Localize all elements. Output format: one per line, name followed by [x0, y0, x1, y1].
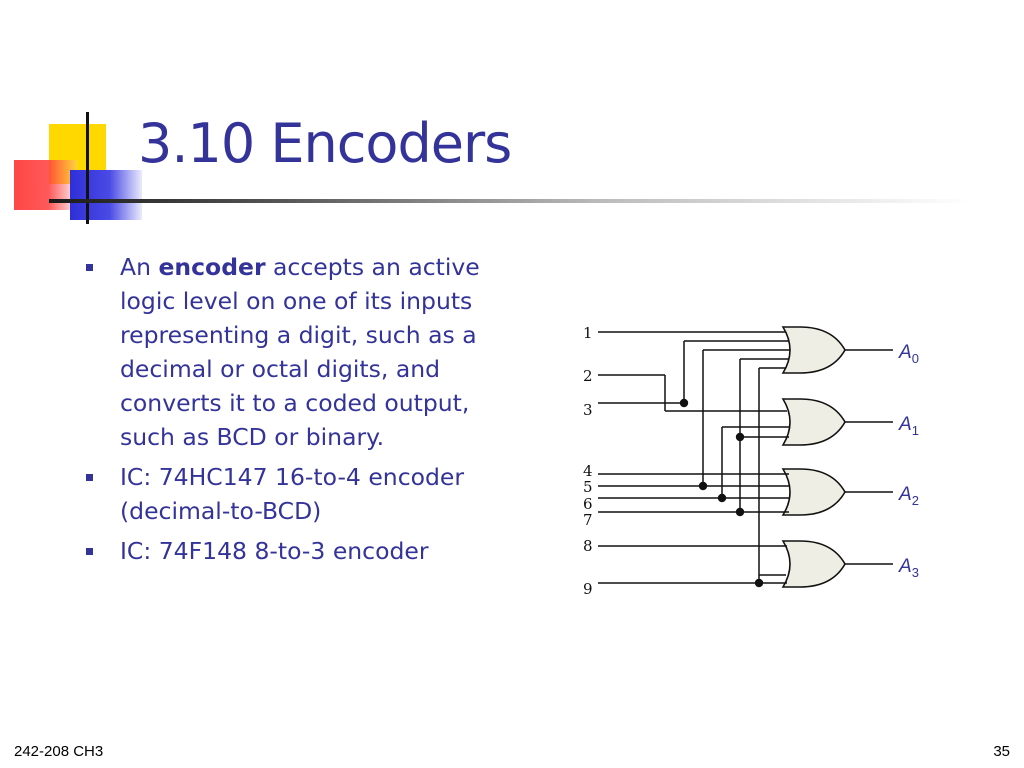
decor-blue-square [70, 170, 142, 220]
bullet-text-suffix: accepts an active logic level on one of … [120, 253, 480, 451]
or-gate-a3 [781, 540, 846, 588]
footer-page-number: 35 [993, 743, 1010, 760]
or-gate-a0 [781, 326, 846, 374]
input-label-3: 3 [583, 401, 593, 419]
input-label-5: 5 [583, 478, 593, 496]
output-label-a3: A3 [898, 556, 919, 580]
bullet-item: IC: 74F148 8-to-3 encoder [86, 534, 516, 568]
wires [598, 331, 893, 584]
bullet-item: An encoder accepts an active logic level… [86, 250, 516, 454]
input-label-9: 9 [583, 580, 593, 598]
bullet-marker-icon [86, 548, 93, 555]
input-label-1: 1 [583, 324, 593, 342]
bullet-text: IC: 74F148 8-to-3 encoder [120, 537, 429, 565]
bullet-list: An encoder accepts an active logic level… [86, 250, 516, 574]
junction-dots [679, 398, 764, 588]
title-underline [49, 199, 969, 203]
input-label-7: 7 [583, 511, 593, 529]
bullet-text: IC: 74HC147 16-to-4 encoder (decimal-to-… [120, 463, 465, 525]
bullet-item: IC: 74HC147 16-to-4 encoder (decimal-to-… [86, 460, 516, 528]
input-label-8: 8 [583, 537, 593, 555]
output-label-a1: A1 [898, 414, 919, 438]
output-label-a0: A0 [898, 342, 919, 366]
or-gate-a2 [781, 468, 846, 516]
slide-title: 3.10 Encoders [138, 112, 512, 175]
input-label-6: 6 [583, 495, 593, 513]
bullet-marker-icon [86, 474, 93, 481]
bullet-text-prefix: An [120, 253, 159, 281]
or-gate-a1 [781, 398, 846, 446]
footer-course-code: 242-208 CH3 [14, 743, 104, 760]
output-label-a2: A2 [898, 484, 919, 508]
bullet-text-bold: encoder [158, 253, 266, 281]
encoder-circuit-diagram: 1 2 3 4 5 6 7 8 9 A0 A1 A2 A3 [583, 324, 919, 598]
input-label-2: 2 [583, 367, 593, 385]
input-label-4: 4 [583, 462, 593, 480]
decor-vertical-line [86, 112, 89, 224]
bullet-marker-icon [86, 264, 93, 271]
